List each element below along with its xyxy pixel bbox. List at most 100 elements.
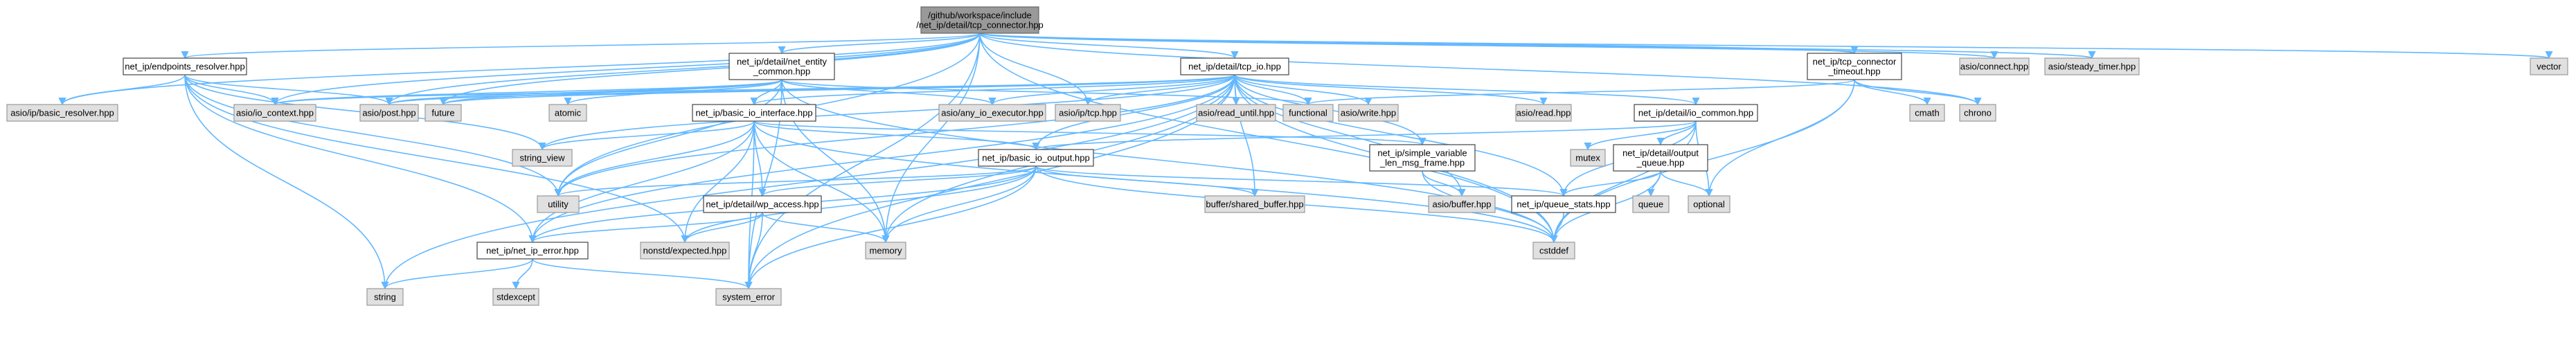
- node-chrono: chrono: [1959, 104, 1996, 122]
- node-box: [2044, 57, 2140, 75]
- edge-net_ip_error-to-system_error: [532, 258, 753, 290]
- node-label: buffer/shared_buffer.hpp: [1206, 199, 1303, 210]
- node-box: [1959, 104, 1996, 122]
- node-string: string: [366, 288, 404, 306]
- node-net-ip-error[interactable]: net_ip/net_ip_error.hpp: [476, 242, 589, 260]
- node-box: [640, 242, 730, 260]
- node-label: net_ip/detail/output: [1622, 148, 1699, 159]
- edge-root-to-asio_post: [385, 33, 981, 106]
- edge-net_ip_error-to-string: [381, 258, 533, 290]
- edge-tcp_io-to-asio_write: [1234, 74, 1372, 106]
- edge-basic_io_output-to-system_error: [744, 165, 1037, 290]
- edge-basic_io_output-to-memory: [882, 165, 1037, 244]
- node-box: [715, 288, 782, 306]
- edge-tcp_io-to-string: [381, 74, 1235, 290]
- edge-tcp_io-to-asio_any_io_executor: [988, 74, 1235, 106]
- edge-simple_variable-to-asio_buffer: [1422, 170, 1466, 197]
- node-asio-basic-resolver: asio/ip/basic_resolver.hpp: [6, 104, 118, 122]
- edge-tcp_io-to-future: [439, 74, 1235, 106]
- node-box: [492, 288, 539, 306]
- node-box: [1613, 144, 1708, 172]
- node-label: string: [374, 292, 396, 302]
- node-asio-read-until: asio/read_until.hpp: [1196, 104, 1276, 122]
- node-label: optional: [1693, 199, 1725, 210]
- edge-wp_access-to-memory: [762, 212, 890, 244]
- node-wp-access[interactable]: net_ip/detail/wp_access.hpp: [703, 195, 822, 213]
- node-cstddef: cstddef: [1532, 242, 1575, 260]
- edge-tcp_connector_timeout-to-cmath: [1854, 79, 1931, 106]
- edge-net_entity-to-memory: [781, 79, 890, 244]
- edge-tcp_io-to-basic_io_interface: [750, 74, 1235, 106]
- node-label: system_error: [722, 292, 776, 302]
- node-label: chrono: [1964, 108, 1992, 118]
- node-utility: utility: [537, 195, 580, 213]
- node-simple-variable[interactable]: net_ip/simple_variable_len_msg_frame.hpp: [1369, 144, 1476, 172]
- node-asio-any-io-executor: asio/any_io_executor.hpp: [938, 104, 1046, 122]
- node-box: [692, 104, 816, 122]
- edge-basic_io_interface-to-string_view: [538, 120, 755, 151]
- node-basic-io-output[interactable]: net_ip/basic_io_output.hpp: [978, 149, 1094, 167]
- node-box: [1282, 104, 1334, 122]
- edge-io_common-to-output_queue: [1656, 120, 1697, 146]
- node-box: [366, 288, 404, 306]
- node-label: /github/workspace/include: [928, 10, 1032, 21]
- node-endpoints-resolver[interactable]: net_ip/endpoints_resolver.hpp: [123, 57, 247, 75]
- node-label: asio/read_until.hpp: [1198, 108, 1274, 118]
- node-box: [1959, 57, 2030, 75]
- edge-wp_access-to-nonstd_expected: [681, 212, 763, 244]
- node-label: _queue.hpp: [1636, 158, 1685, 168]
- node-io-common[interactable]: net_ip/detail/io_common.hpp: [1634, 104, 1758, 122]
- node-label: mutex: [1575, 153, 1600, 163]
- edge-basic_io_interface-to-net_ip_error: [528, 120, 755, 244]
- node-box: [1532, 242, 1575, 260]
- node-asio-io-context: asio/io_context.hpp: [233, 104, 316, 122]
- node-box: [1632, 195, 1670, 213]
- node-tcp-connector-timeout[interactable]: net_ip/tcp_connector_timeout.hpp: [1807, 53, 1902, 80]
- node-basic-io-interface[interactable]: net_ip/basic_io_interface.hpp: [692, 104, 816, 122]
- edge-tcp_io-to-shared_buffer: [1234, 74, 1259, 197]
- node-label: queue: [1638, 199, 1663, 210]
- edge-endpoints_resolver-to-utility: [184, 74, 562, 197]
- node-box: [424, 104, 462, 122]
- node-box: [1511, 195, 1616, 213]
- node-label: net_ip/detail/tcp_io.hpp: [1188, 62, 1281, 72]
- node-label: utility: [548, 199, 569, 210]
- node-queue-stats[interactable]: net_ip/queue_stats.hpp: [1511, 195, 1616, 213]
- node-box: [920, 6, 1039, 34]
- node-atomic: atomic: [548, 104, 587, 122]
- edge-endpoints_resolver-to-asio_io_context: [184, 74, 279, 106]
- node-box: [1428, 195, 1496, 213]
- node-box: [123, 57, 247, 75]
- node-box: [1909, 104, 1945, 122]
- node-label: asio/read.hpp: [1517, 108, 1571, 118]
- node-optional: optional: [1688, 195, 1730, 213]
- node-label: net_ip/detail/net_entity: [737, 57, 828, 67]
- node-box: [1338, 104, 1399, 122]
- node-label: future: [431, 108, 454, 118]
- node-asio-read: asio/read.hpp: [1515, 104, 1572, 122]
- node-box: [1570, 149, 1606, 167]
- node-root[interactable]: /github/workspace/include/net_ip/detail/…: [916, 6, 1044, 34]
- node-net-entity[interactable]: net_ip/detail/net_entity_common.hpp: [728, 53, 835, 80]
- node-box: [548, 104, 587, 122]
- node-shared-buffer: buffer/shared_buffer.hpp: [1204, 195, 1305, 213]
- node-output-queue[interactable]: net_ip/detail/output_queue.hpp: [1613, 144, 1708, 172]
- node-label: memory: [870, 246, 902, 256]
- node-label: asio/steady_timer.hpp: [2048, 62, 2136, 72]
- edge-root-to-net_entity: [778, 33, 981, 55]
- edge-layer: [58, 33, 2552, 290]
- node-label: cmath: [1915, 108, 1939, 118]
- node-label: asio/write.hpp: [1341, 108, 1396, 118]
- node-label: asio/buffer.hpp: [1432, 199, 1491, 210]
- node-label: cstddef: [1539, 246, 1568, 256]
- node-label: _len_msg_frame.hpp: [1379, 158, 1465, 168]
- edge-output_queue-to-optional: [1660, 170, 1713, 197]
- node-label: net_ip/basic_io_interface.hpp: [695, 108, 812, 118]
- node-tcp-io[interactable]: net_ip/detail/tcp_io.hpp: [1180, 57, 1289, 75]
- node-memory: memory: [865, 242, 906, 260]
- node-box: [537, 195, 580, 213]
- node-box: [1634, 104, 1758, 122]
- edge-root-to-endpoints_resolver: [181, 33, 981, 60]
- node-label: asio/connect.hpp: [1960, 62, 2028, 72]
